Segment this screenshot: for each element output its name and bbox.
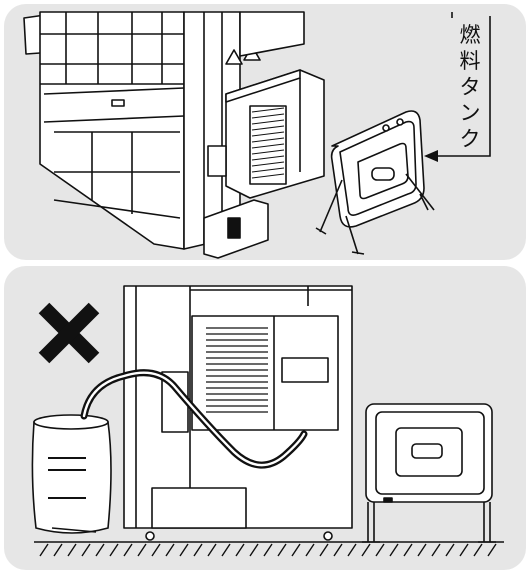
bottom-illustration-panel — [4, 266, 526, 570]
prohibited-x-icon — [44, 308, 94, 358]
upper-side-panel — [240, 12, 304, 56]
ground-hatching — [34, 542, 504, 556]
dryer-unit — [124, 286, 352, 540]
fuel-tank-on-stand — [362, 404, 496, 542]
fuel-tank-label: 燃料タンク — [458, 22, 482, 152]
dryer-with-fuel-tank-illustration — [4, 4, 526, 260]
handle — [112, 100, 124, 106]
arrow-left-icon — [424, 150, 438, 162]
control-window — [282, 358, 328, 382]
control-box — [208, 146, 226, 176]
prohibited-drum-illustration — [4, 266, 526, 570]
lower-panel — [152, 488, 246, 528]
fuel-tank — [316, 111, 434, 254]
oil-drum — [32, 415, 111, 533]
top-illustration-panel: 燃料タンク — [4, 4, 526, 260]
